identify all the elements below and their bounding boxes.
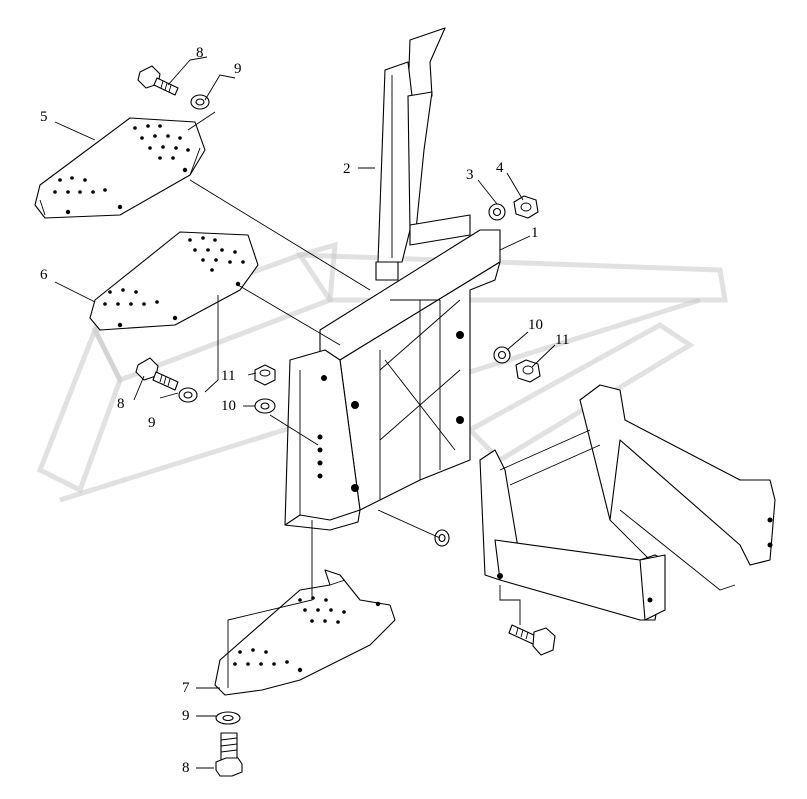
washer-9-top <box>190 94 210 110</box>
callout-9-top: 9 <box>234 61 242 77</box>
part-5-pedal <box>34 117 206 219</box>
washer-9-bottom <box>215 711 241 725</box>
washer-frame-lower <box>434 529 450 547</box>
callout-10-left: 10 <box>221 398 236 414</box>
washer-10-right <box>493 346 511 364</box>
callout-8-bottom: 8 <box>182 760 190 776</box>
part-6-dimples <box>103 236 245 328</box>
callout-5: 5 <box>40 109 48 125</box>
part-7-pedal <box>214 569 396 696</box>
part-7-dimples <box>233 596 381 673</box>
callout-7: 7 <box>182 680 190 696</box>
callout-4: 4 <box>496 160 504 176</box>
swing-frame <box>479 384 776 621</box>
callout-8-top: 8 <box>196 45 204 61</box>
washer-3 <box>488 203 506 221</box>
callout-6: 6 <box>40 267 48 283</box>
nut-11-left <box>254 364 276 386</box>
part-5-dimples <box>53 124 190 215</box>
bolt-8-top <box>137 65 179 96</box>
callout-1: 1 <box>531 225 539 241</box>
callout-10-right: 10 <box>528 317 543 333</box>
part-2-lever <box>375 27 446 281</box>
leader-lines <box>54 56 556 769</box>
callout-11-left: 11 <box>221 368 236 384</box>
part-1-frame <box>284 214 501 531</box>
callout-3: 3 <box>466 167 474 183</box>
callout-8-mid: 8 <box>117 396 125 412</box>
callout-11-right: 11 <box>555 332 570 348</box>
nut-4 <box>513 195 539 219</box>
washer-10-left <box>254 398 276 414</box>
part-6-pedal <box>89 231 259 331</box>
callout-9-bottom: 9 <box>182 708 190 724</box>
callout-2: 2 <box>343 161 351 177</box>
bolt-8-bottom <box>215 732 243 777</box>
bolt-frame-lower <box>508 624 556 656</box>
washer-9-mid <box>178 387 198 403</box>
bolt-8-mid <box>135 357 179 391</box>
callout-9-mid: 9 <box>148 415 156 431</box>
